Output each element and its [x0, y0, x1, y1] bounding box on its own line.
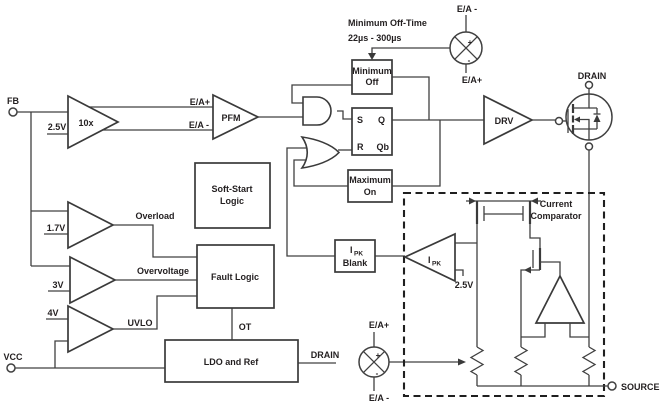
fault-logic-label: Fault Logic — [211, 272, 259, 282]
or-gate — [300, 135, 341, 170]
nmos-source-arrow — [524, 266, 531, 274]
drv-label: DRV — [495, 116, 514, 126]
drv-output-node — [554, 116, 564, 126]
pfm-logic-section: PFM S Q R Qb Minimum Off Maximum On Mini… — [212, 4, 483, 203]
minimum-off-label-1: Minimum — [352, 66, 392, 76]
overload-label: Overload — [135, 211, 174, 221]
soft-start-label-2: Logic — [220, 196, 244, 206]
source-pin-label: SOURCE — [621, 382, 660, 392]
flipflop-qb-label: Qb — [377, 142, 390, 152]
mirror-left-arrow — [469, 197, 476, 205]
mosfet-body-arrow — [574, 116, 580, 123]
summer-bottom-ea-minus-label: E/A - — [369, 393, 389, 403]
ipk-comparator-sym-sub: PK — [432, 261, 441, 268]
ot-label: OT — [239, 322, 252, 332]
ldo-ref-block — [164, 339, 299, 383]
sense-opamp — [534, 274, 586, 324]
overvoltage-label: Overvoltage — [137, 266, 189, 276]
mosfet-diode — [593, 114, 601, 122]
pfm-label: PFM — [222, 113, 241, 123]
flipflop-s-label: S — [357, 115, 363, 125]
ipk-blank-sym: I — [350, 245, 353, 255]
minimum-off-label-2: Off — [366, 77, 380, 87]
power-mosfet — [565, 80, 613, 151]
output-section: DRV DRAIN — [483, 71, 613, 151]
sense-nmos — [520, 248, 542, 347]
drain-terminal — [584, 80, 594, 90]
resistor-2 — [513, 346, 529, 386]
current-comparator-section: Current Comparator I PK 2.5V — [358, 191, 660, 403]
mosfet-source-node — [584, 142, 594, 151]
fault-logic-block — [196, 244, 275, 309]
sense-resistors — [469, 346, 608, 387]
ipk-blank-sym-sub: PK — [354, 251, 363, 258]
current-comparator-title-1: Current — [540, 199, 573, 209]
vcc-terminal — [6, 363, 16, 373]
overvoltage-ref-label: 3V — [52, 280, 63, 290]
source-terminal — [607, 381, 617, 391]
ldo-drain-label: DRAIN — [311, 350, 340, 360]
flipflop-q-label: Q — [378, 115, 385, 125]
fault-section: Soft-Start Logic 1.7V Overload 3V Overvo… — [3, 162, 340, 383]
minimum-off-block — [351, 59, 393, 95]
arrow-into-minimum-off — [368, 53, 376, 60]
ea-plus-wire-label: E/A+ — [190, 97, 210, 107]
uvlo-label: UVLO — [127, 318, 152, 328]
sr-flipflop — [351, 107, 393, 156]
overvoltage-comparator — [69, 255, 117, 305]
soft-start-label-1: Soft-Start — [212, 184, 253, 194]
error-amp-ref-label: 2.5V — [48, 122, 67, 132]
ipk-blank-block — [334, 239, 376, 273]
ipk-blank-label: Blank — [343, 258, 369, 268]
ldo-ref-label: LDO and Ref — [204, 357, 260, 367]
ea-minus-wire-label: E/A - — [189, 120, 209, 130]
and-gate — [302, 96, 332, 126]
summer-top-plus: + — [468, 38, 473, 47]
soft-start-block — [194, 162, 271, 229]
error-amp-10x — [67, 94, 120, 150]
fb-pin-label: FB — [7, 96, 19, 106]
summer-bottom-minus: - — [376, 369, 379, 378]
error-amp-section: FB 10x 2.5V E/A+ E/A - — [7, 94, 210, 150]
summer-top-ea-plus-label: E/A+ — [462, 75, 482, 85]
arrowheads — [368, 53, 466, 366]
summer-top-ea-minus-label: E/A - — [457, 4, 477, 14]
maximum-on-block — [347, 169, 393, 203]
wiring — [15, 15, 590, 391]
summer-top: + - E/A - E/A+ — [449, 4, 483, 85]
arrow-ea-to-resistor — [458, 358, 466, 366]
drain-pin-label: DRAIN — [578, 71, 607, 81]
summer-bottom-ea-plus-label: E/A+ — [369, 320, 389, 330]
ipk-comparator — [403, 232, 456, 283]
min-off-time-range: 22µs - 300µs — [348, 33, 401, 43]
drv-driver — [483, 94, 534, 146]
mirror-right-arrow — [531, 197, 538, 205]
vcc-pin-label: VCC — [3, 352, 23, 362]
flipflop-r-label: R — [357, 142, 364, 152]
summer-bottom-plus: + — [376, 351, 381, 360]
fb-terminal — [8, 107, 18, 117]
summer-top-minus: - — [468, 56, 471, 65]
uvlo-comparator — [67, 304, 115, 354]
maximum-on-label-1: Maximum — [349, 175, 391, 185]
current-mirror — [466, 197, 541, 347]
ipk-blank-section: I PK Blank — [334, 239, 376, 273]
current-comparator-title-2: Comparator — [530, 211, 582, 221]
resistor-1 — [469, 346, 485, 386]
uvlo-ref-label: 4V — [47, 308, 58, 318]
resistor-3 — [581, 346, 597, 386]
overload-ref-label: 1.7V — [47, 223, 66, 233]
ipk-comparator-sym: I — [428, 255, 431, 265]
error-amp-gain-label: 10x — [78, 118, 93, 128]
min-off-time-title: Minimum Off-Time — [348, 18, 427, 28]
current-comparator-boundary — [402, 191, 606, 398]
pfm-comparator — [212, 93, 260, 141]
ipk-ref-label: 2.5V — [455, 280, 474, 290]
summer-bottom: + - E/A+ E/A - — [358, 320, 390, 403]
maximum-on-label-2: On — [364, 187, 377, 197]
overload-comparator — [67, 200, 115, 250]
